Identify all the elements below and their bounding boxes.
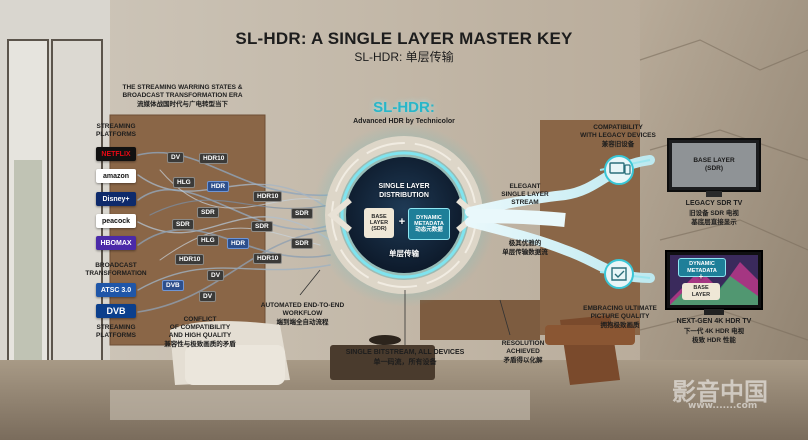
- plus-sign: +: [396, 216, 408, 228]
- conflict-line3: AND HIGH QUALITY: [140, 332, 260, 339]
- stream-line2: SINGLE LAYER: [485, 191, 565, 198]
- resolution-line1: RESOLUTION: [478, 340, 568, 347]
- distribution-line2: DISTRIBUTION: [354, 192, 454, 200]
- nextgen-base-box: BASE LAYER: [682, 283, 720, 300]
- netflix-logo: NETFLIX: [96, 147, 136, 161]
- chip-hdr10: HDR10: [199, 153, 228, 164]
- nextgen-tv-zh-line2: 极致 HDR 性能: [654, 337, 774, 344]
- chip-sdr: SDR: [172, 219, 194, 230]
- chip-dv: DV: [199, 291, 216, 302]
- compat-line1: COMPATIBILITY: [568, 124, 668, 131]
- era-heading-zh: 流媒体战国时代与广电转型当下: [95, 101, 270, 108]
- nextgen-base-line2: LAYER: [692, 292, 710, 298]
- chip-sdr: SDR: [251, 221, 273, 232]
- main-title: SL-HDR: A SINGLE LAYER MASTER KEY: [0, 30, 808, 49]
- distribution-line1: SINGLE LAYER: [354, 183, 454, 191]
- era-heading-line2: BROADCAST TRANSFORMATION ERA: [95, 92, 270, 99]
- chip-hdr10: HDR10: [253, 191, 282, 202]
- slhdr-brand-sub: Advanced HDR by Technicolor: [320, 118, 488, 126]
- stream-line1: ELEGANT: [485, 183, 565, 190]
- stream-zh-line2: 单层传输数据流: [480, 249, 570, 256]
- resolution-zh: 矛盾得以化解: [478, 357, 568, 364]
- center-zh-label: 单层传输: [354, 250, 454, 258]
- hbomax-logo: HBOMAX: [96, 236, 136, 250]
- legacy-tv-label: LEGACY SDR TV: [660, 200, 768, 208]
- dynamic-metadata-box: DYNAMIC METADATA 动态元数据: [408, 208, 450, 240]
- peacock-logo: peacock: [96, 214, 136, 228]
- stream-zh-line1: 极其优雅的: [480, 240, 570, 247]
- chip-hdr: HDR: [227, 238, 249, 249]
- streaming-label-line1: STREAMING: [82, 123, 150, 130]
- base-layer-box: BASE LAYER (SDR): [364, 208, 394, 238]
- chip-hdr10: HDR10: [253, 253, 282, 264]
- bitstream-zh: 单一码流，所有设备: [320, 359, 490, 367]
- conflict-zh: 兼容性与极致画质的矛盾: [140, 341, 260, 348]
- legacy-tv-zh-line2: 基底层直接显示: [660, 219, 768, 226]
- workflow-line1: AUTOMATED END-TO-END: [240, 302, 365, 309]
- stream-line3: STREAM: [485, 199, 565, 206]
- chip-dv: DV: [207, 270, 224, 281]
- dvb-logo: DVB: [96, 304, 136, 318]
- chip-dvb: DVB: [162, 280, 184, 291]
- compat-zh: 兼容旧设备: [568, 141, 668, 148]
- metadata-zh: 动态元数据: [415, 227, 443, 233]
- nextgen-tv-label: NEXT-GEN 4K HDR TV: [654, 318, 774, 326]
- disney-logo: Disney+: [96, 192, 136, 206]
- chip-hdr: HDR: [207, 181, 229, 192]
- streaming-label-line2: PLATFORMS: [82, 131, 150, 138]
- legacy-tv-screen-line2: (SDR): [672, 165, 756, 172]
- broadcast-label-line1: BROADCAST: [82, 262, 150, 269]
- chip-hdr10: HDR10: [175, 254, 204, 265]
- chip-dv: DV: [167, 152, 184, 163]
- legacy-tv-zh-line1: 旧设备 SDR 电视: [660, 210, 768, 217]
- atsc-logo: ATSC 3.0: [96, 283, 136, 297]
- subtitle: SL-HDR: 单层传输: [0, 51, 808, 64]
- base-layer-line3: (SDR): [371, 226, 386, 232]
- broadcast-label-line2: TRANSFORMATION: [78, 270, 154, 277]
- slhdr-brand: SL-HDR:: [330, 100, 478, 117]
- compat-line2: WITH LEGACY DEVICES: [568, 132, 668, 139]
- watermark-url: www.......com: [688, 401, 757, 411]
- chip-sdr: SDR: [291, 238, 313, 249]
- nextgen-tv-zh-line1: 下一代 4K HDR 电视: [654, 328, 774, 335]
- chip-hlg: HLG: [197, 235, 219, 246]
- resolution-line2: ACHIEVED: [478, 348, 568, 355]
- chip-hlg: HLG: [173, 177, 195, 188]
- ultimate-line1: EMBRACING ULTIMATE: [565, 305, 675, 312]
- chip-sdr: SDR: [197, 207, 219, 218]
- legacy-tv-screen-line1: BASE LAYER: [672, 157, 756, 164]
- amazon-logo: amazon: [96, 169, 136, 183]
- workflow-zh: 端到端全自动流程: [240, 319, 365, 326]
- era-heading-line1: THE STREAMING WARRING STATES &: [95, 84, 270, 91]
- nextgen-plus: +: [695, 273, 707, 282]
- chip-sdr: SDR: [291, 208, 313, 219]
- bitstream-en: SINGLE BITSTREAM, ALL DEVICES: [320, 349, 490, 357]
- workflow-line2: WORKFLOW: [240, 310, 365, 317]
